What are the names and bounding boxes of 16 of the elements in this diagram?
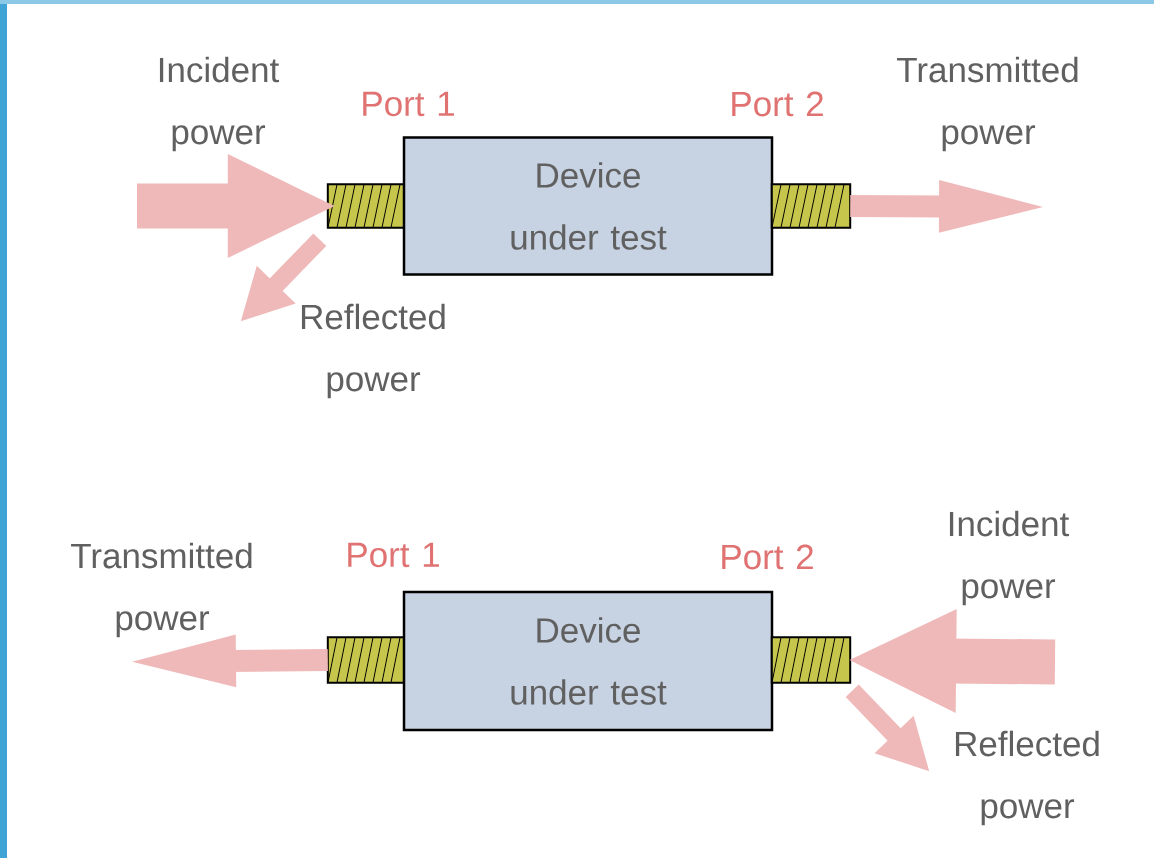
power-label: Transmitted power <box>897 56 1078 152</box>
port-label: Port 1 <box>348 542 439 568</box>
dut-box: Device under test <box>402 136 774 276</box>
power-label: Incident power <box>159 56 279 152</box>
hatched-connector <box>770 183 852 229</box>
port-label: Port 2 <box>722 544 813 570</box>
port-label: Port 1 <box>363 91 454 117</box>
hatched-connector <box>326 636 406 684</box>
hatched-connector <box>770 636 852 684</box>
power-label: Incident power <box>949 510 1069 606</box>
power-label: Transmitted power <box>71 542 252 638</box>
power-label: Reflected power <box>955 730 1099 826</box>
power-label: Reflected power <box>301 303 445 399</box>
hatched-connector <box>326 183 406 229</box>
dut-box: Device under test <box>402 590 774 732</box>
port-label: Port 2 <box>732 91 823 117</box>
